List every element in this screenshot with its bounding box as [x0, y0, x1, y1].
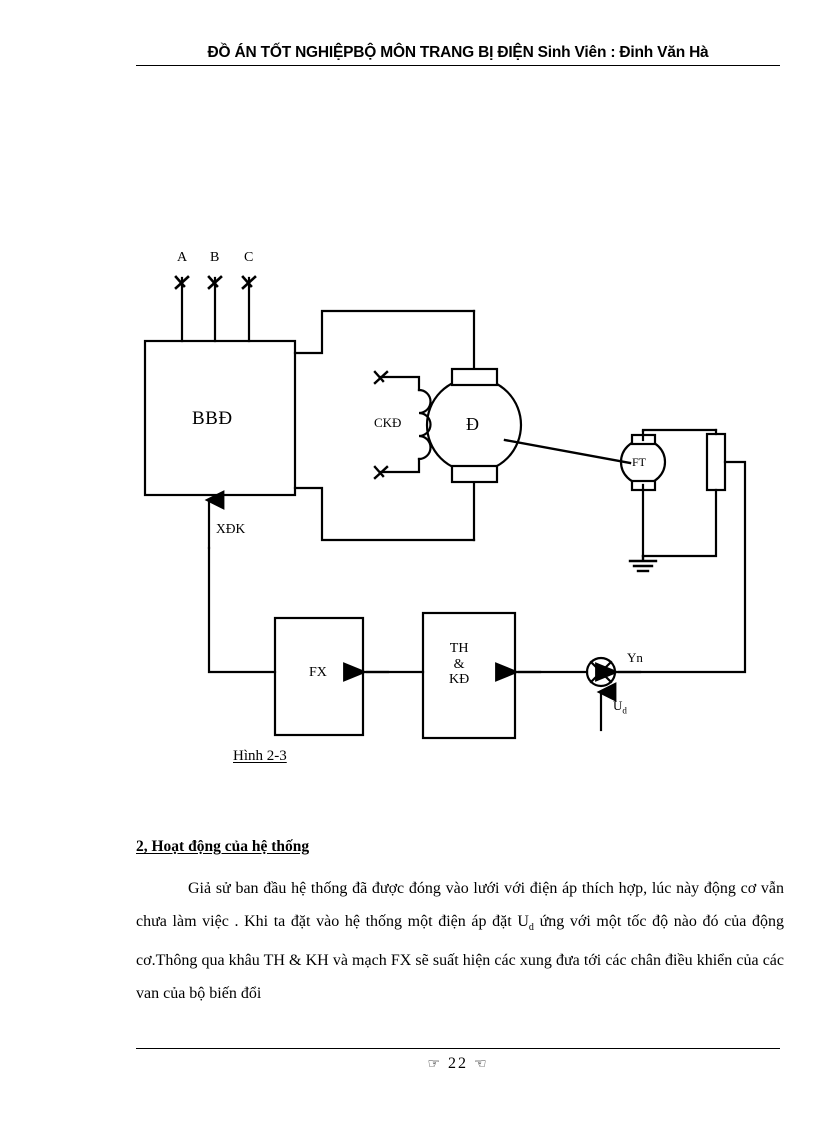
- phase-tick-marks: [174, 275, 257, 290]
- label-phase-a: A: [177, 250, 188, 265]
- summing-cross-2: [589, 660, 613, 684]
- ft-brush-bottom: [630, 479, 657, 492]
- label-xdk: XĐK: [216, 521, 246, 536]
- bbd-top-output-wire: [293, 309, 476, 355]
- summing-cross-1: [589, 660, 613, 684]
- motor-ft-shaft: [503, 438, 632, 465]
- feedback-wire-yn: [617, 460, 747, 674]
- paragraph-line-5: đổi: [240, 985, 262, 1003]
- ground-symbol: [628, 554, 658, 573]
- pot-bottom-wire: [641, 488, 718, 558]
- label-setpoint-ud: Ud: [613, 698, 627, 716]
- paragraph-line-2: lúc này động cơ vẫn chưa làm việc . Khi …: [136, 880, 785, 930]
- paragraph-line-3-pre: U: [517, 913, 529, 930]
- ud-base: U: [613, 698, 623, 713]
- ckd-top-lead: [378, 375, 421, 392]
- header-title: ĐỒ ÁN TỐT NGHIỆPBỘ MÔN TRANG BỊ ĐIỆN Sin…: [207, 44, 709, 61]
- paragraph-line-1: Giả sử ban đầu hệ thống đã được đóng vào…: [188, 880, 648, 897]
- bbd-bottom-output-wire: [293, 486, 476, 542]
- page-header: ĐỒ ÁN TỐT NGHIỆPBỘ MÔN TRANG BỊ ĐIỆN Sin…: [136, 44, 780, 66]
- body-paragraph: Giả sử ban đầu hệ thống đã được đóng vào…: [136, 872, 784, 1010]
- paragraph-line-4: FX sẽ suất hiện các xung đưa tới các châ…: [136, 952, 785, 1003]
- ft-top-wire: [641, 428, 718, 433]
- label-ft-tacho: FT: [632, 455, 647, 469]
- page-number: 22: [448, 1055, 468, 1072]
- ckd-coil-loops: [417, 388, 432, 461]
- ornament-right-icon: ☜: [474, 1056, 489, 1072]
- label-phase-c: C: [244, 250, 254, 265]
- label-bbd-converter: BBĐ: [192, 408, 233, 429]
- label-kd: KĐ: [449, 672, 470, 688]
- motor-brush-bottom: [450, 464, 499, 484]
- ud-subscript: d: [622, 705, 627, 716]
- header-divider: [136, 65, 780, 66]
- section-heading: 2, Hoạt động của hệ thống: [136, 838, 310, 855]
- label-ckd-winding: CKĐ: [374, 415, 402, 430]
- ornament-left-icon: ☞: [427, 1056, 442, 1072]
- figure-caption: Hình 2-3: [233, 748, 287, 764]
- label-th: TH: [449, 641, 469, 656]
- label-th-kd-block: TH & KĐ: [449, 641, 469, 688]
- fx-to-xdk-wire: [207, 546, 277, 674]
- label-amp: &: [453, 656, 465, 672]
- potentiometer-rect: [705, 432, 727, 492]
- motor-brush-top: [450, 367, 499, 387]
- ckd-bottom-lead: [378, 457, 421, 474]
- label-feedback-yn: Υn: [627, 650, 643, 665]
- label-phase-b: B: [210, 250, 220, 265]
- footer-divider: [136, 1048, 780, 1049]
- label-fx-block: FX: [309, 665, 327, 680]
- ft-brush-top: [630, 433, 657, 446]
- page-footer: ☞ 22 ☜: [136, 1055, 780, 1073]
- paragraph-line-3-sub: d: [528, 922, 534, 934]
- summing-junction-circle: [585, 656, 617, 688]
- paragraph-line-3-post: ứng với một tốc độ nào đó của động cơ.Th…: [136, 913, 785, 970]
- label-motor-d: Đ: [466, 414, 479, 434]
